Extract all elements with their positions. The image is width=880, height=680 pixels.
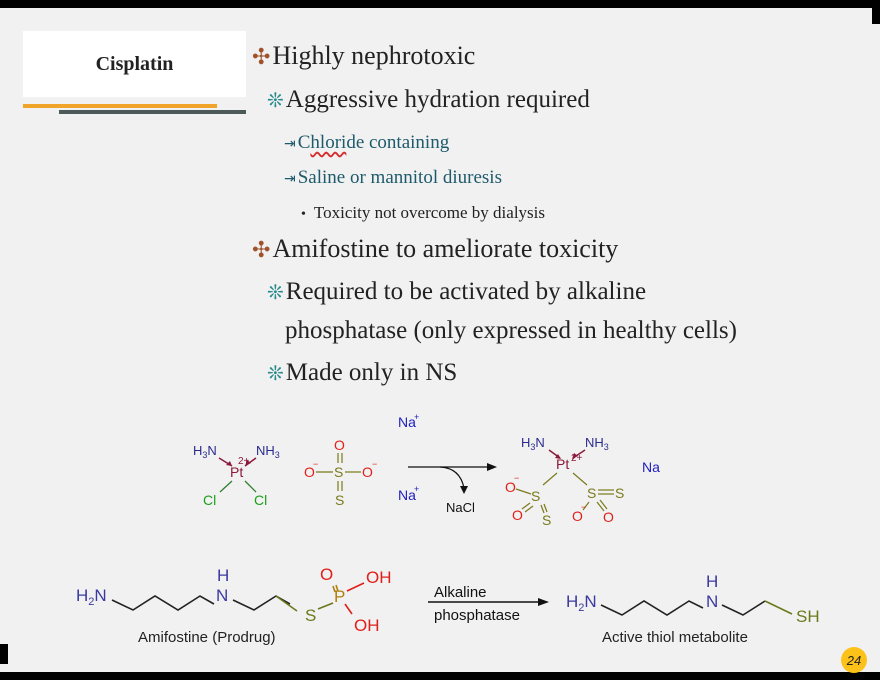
svg-text:S: S [334,464,343,480]
svg-text:N: N [706,592,718,611]
svg-text:2+: 2+ [238,456,250,467]
spellcheck-underline: hlori [310,132,347,153]
svg-text:N: N [216,586,228,605]
svg-text:NH3: NH3 [256,443,280,460]
svg-text:2+: 2+ [571,453,583,464]
bullet-level4: • Toxicity not overcome by dialysis [301,203,545,223]
bullet-level2: ❊Required to be activated by alkaline [267,278,646,306]
svg-text:H3N: H3N [521,435,545,452]
quatrefoil-cross-icon: ✣ [252,44,271,69]
svg-text:Cl: Cl [254,492,267,508]
title-box: Cisplatin [23,31,246,97]
platinum-thiosulfate-product: H3N NH3 Pt 2+ O − S O S S S O [505,435,660,528]
svg-text:S: S [305,606,316,625]
bullet-continuation: phosphatase (only expressed in healthy c… [285,317,737,345]
arrow-to-bar-icon: ⇥ [284,137,296,152]
metabolite-label: Active thiol metabolite [602,629,748,646]
bullet-text: Required to be activated by alkaline [285,278,647,305]
asterisk-flower-icon: ❊ [267,282,284,304]
bullet-text: Made only in NS [285,359,458,386]
bullet-text: Chloride containing [297,132,450,153]
bullet-level3: ⇥Chloride containing [284,132,449,154]
svg-text:−: − [581,502,586,512]
amifostine-label: Amifostine (Prodrug) [138,629,276,646]
svg-text:S: S [335,492,344,508]
svg-text:S: S [587,485,596,501]
bullet-level2: ❊Aggressive hydration required [267,86,590,114]
svg-text:P: P [334,587,345,606]
svg-text:H2N: H2N [76,586,107,608]
svg-text:+: + [414,412,419,422]
thiol-metabolite-structure: H2N H N SH Active thiol metabolite [566,572,820,646]
bullet-level1: ✣Highly nephrotoxic [252,41,475,71]
reaction-arrow [408,463,497,494]
bullet-text: Saline or mannitol diuresis [297,167,502,188]
asterisk-flower-icon: ❊ [267,90,284,112]
svg-text:Pt: Pt [556,456,569,472]
svg-text:H: H [706,572,718,591]
svg-text:Pt: Pt [230,464,243,480]
svg-text:+: + [414,484,419,494]
bullet-level3: ⇥Saline or mannitol diuresis [284,167,502,189]
svg-text:O: O [512,507,523,523]
frame-edge [872,8,880,24]
svg-text:SH: SH [796,607,820,626]
svg-text:Na: Na [642,459,660,475]
bullet-dot-icon: • [301,207,306,222]
svg-text:H: H [217,566,229,585]
svg-text:O: O [304,464,315,480]
arrow-label: phosphatase [434,607,520,624]
slide: Cisplatin ✣Highly nephrotoxic ❊Aggressiv… [0,8,880,673]
svg-text:S: S [542,512,551,528]
svg-text:S: S [615,485,624,501]
bullet-text: Highly nephrotoxic [272,41,476,70]
svg-text:O: O [572,508,583,524]
svg-text:O: O [505,479,516,495]
title-underline-orange [23,104,217,108]
page-number-badge: 24 [841,647,867,673]
svg-text:S: S [531,488,540,504]
svg-text:OH: OH [354,616,380,635]
bullet-level2: ❊Made only in NS [267,359,457,387]
bullet-text: Aggressive hydration required [285,86,590,113]
bullet-text: Amifostine to ameliorate toxicity [272,234,619,263]
svg-text:−: − [514,473,519,483]
thiosulfate-structure: O O − S O − S [304,437,377,508]
frame-edge [0,644,8,664]
svg-text:OH: OH [366,568,392,587]
amifostine-structure: H2N H N S P O OH OH Amifostine (Prodrug) [76,565,392,646]
svg-text:O: O [320,565,333,584]
cisplatin-thiosulfate-reaction: H3N NH3 2+ Pt Cl Cl O O − S O − S [76,412,820,646]
bullet-text: Toxicity not overcome by dialysis [313,203,546,222]
svg-text:Cl: Cl [203,492,216,508]
byproduct-label: NaCl [446,500,475,515]
svg-text:O: O [603,509,614,525]
svg-text:−: − [372,459,377,469]
bullet-text: phosphatase (only expressed in healthy c… [285,317,737,344]
phosphatase-arrow: Alkaline phosphatase [428,584,549,624]
slide-title: Cisplatin [95,52,174,75]
svg-text:−: − [313,459,318,469]
arrow-label: Alkaline [434,584,487,601]
quatrefoil-cross-icon: ✣ [252,237,271,262]
arrow-to-bar-icon: ⇥ [284,172,296,187]
svg-text:Na: Na [398,414,416,430]
svg-text:Na: Na [398,487,416,503]
svg-text:O: O [362,464,373,480]
svg-text:NH3: NH3 [585,435,609,452]
bullet-level1: ✣Amifostine to ameliorate toxicity [252,234,618,264]
svg-text:H3N: H3N [193,443,217,460]
svg-text:O: O [334,437,345,453]
cisplatin-structure: H3N NH3 2+ Pt Cl Cl [193,443,280,508]
asterisk-flower-icon: ❊ [267,363,284,385]
svg-text:H2N: H2N [566,592,597,614]
title-underline-slate [59,110,246,114]
